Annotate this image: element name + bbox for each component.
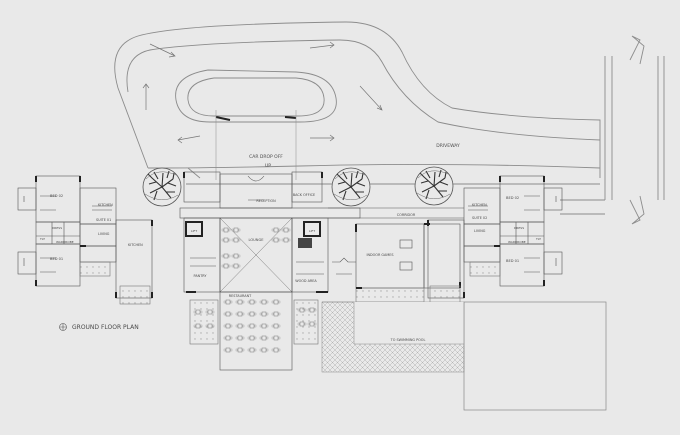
left-wing [17,175,153,305]
left-tlt-label: TLT [39,237,45,241]
left-bed-01-label: BED 01 [50,257,63,261]
lift-label-1: LIFT [191,229,197,233]
left-wing-heavy-walls [35,176,153,298]
right-kitchen-label: KITCHEN [472,203,487,207]
left-dress-label: DRESS [52,226,62,230]
lounge-label: LOUNGE [248,238,264,242]
wood-area-label: WOOD AREA [295,279,317,283]
right-bed-02-label: BED 02 [506,196,519,200]
back-office-label: BACK OFFICE [293,193,315,197]
plan-title: GROUND FLOOR PLAN [72,324,139,331]
left-living-label: LIVING [98,232,110,236]
right-wing [427,175,563,305]
lift-core [298,238,312,248]
swimming-pool-label: TO SWIMMING POOL [390,338,426,342]
right-suite-02-label: SUITE 02 [472,216,487,220]
driveway-arrows [142,41,383,144]
pantry-label: PANTRY [194,274,208,278]
tree-3 [414,166,454,206]
right-wardrobe-label: WARDROBE [508,240,526,244]
left-suite-01-label: SUITE 01 [96,218,111,222]
drop-off-island [175,69,337,180]
driveway-label: DRIVEWAY [436,143,460,149]
left-bed-02-label: BED 02 [50,194,63,198]
up-label: UP [265,163,271,169]
pool-area [463,301,607,411]
driveway-outer [114,21,601,185]
restaurant-label: RESTAURANT [229,294,252,298]
lounge-furniture [221,227,291,269]
corridor-label: CORRIDOR [397,213,416,217]
tree-1 [142,167,182,207]
left-kitchen-label: KITCHEN [98,203,113,207]
left-kitchen-2-label: KITCHEN [128,243,143,247]
tree-2 [331,167,371,207]
indoor-games-label: INDOOR GAMES [366,253,393,257]
lift-label-2: LIFT [309,229,315,233]
right-road [560,35,665,225]
right-living-label: LIVING [474,229,486,233]
central-heavy-walls [183,172,328,293]
right-wing-heavy-walls [427,176,545,298]
north-symbol [59,323,67,331]
right-tlt-label: TLT [535,237,541,241]
reception-label: RECEPTION [256,199,276,203]
pool-path [354,302,464,344]
car-drop-off-label: CAR DROP OFF [249,154,283,160]
right-bed-01-label: BED 01 [506,259,519,263]
central-block [179,171,361,371]
right-dress-label: DRESS [514,226,524,230]
left-wardrobe-label: WARDROBE [56,240,74,244]
